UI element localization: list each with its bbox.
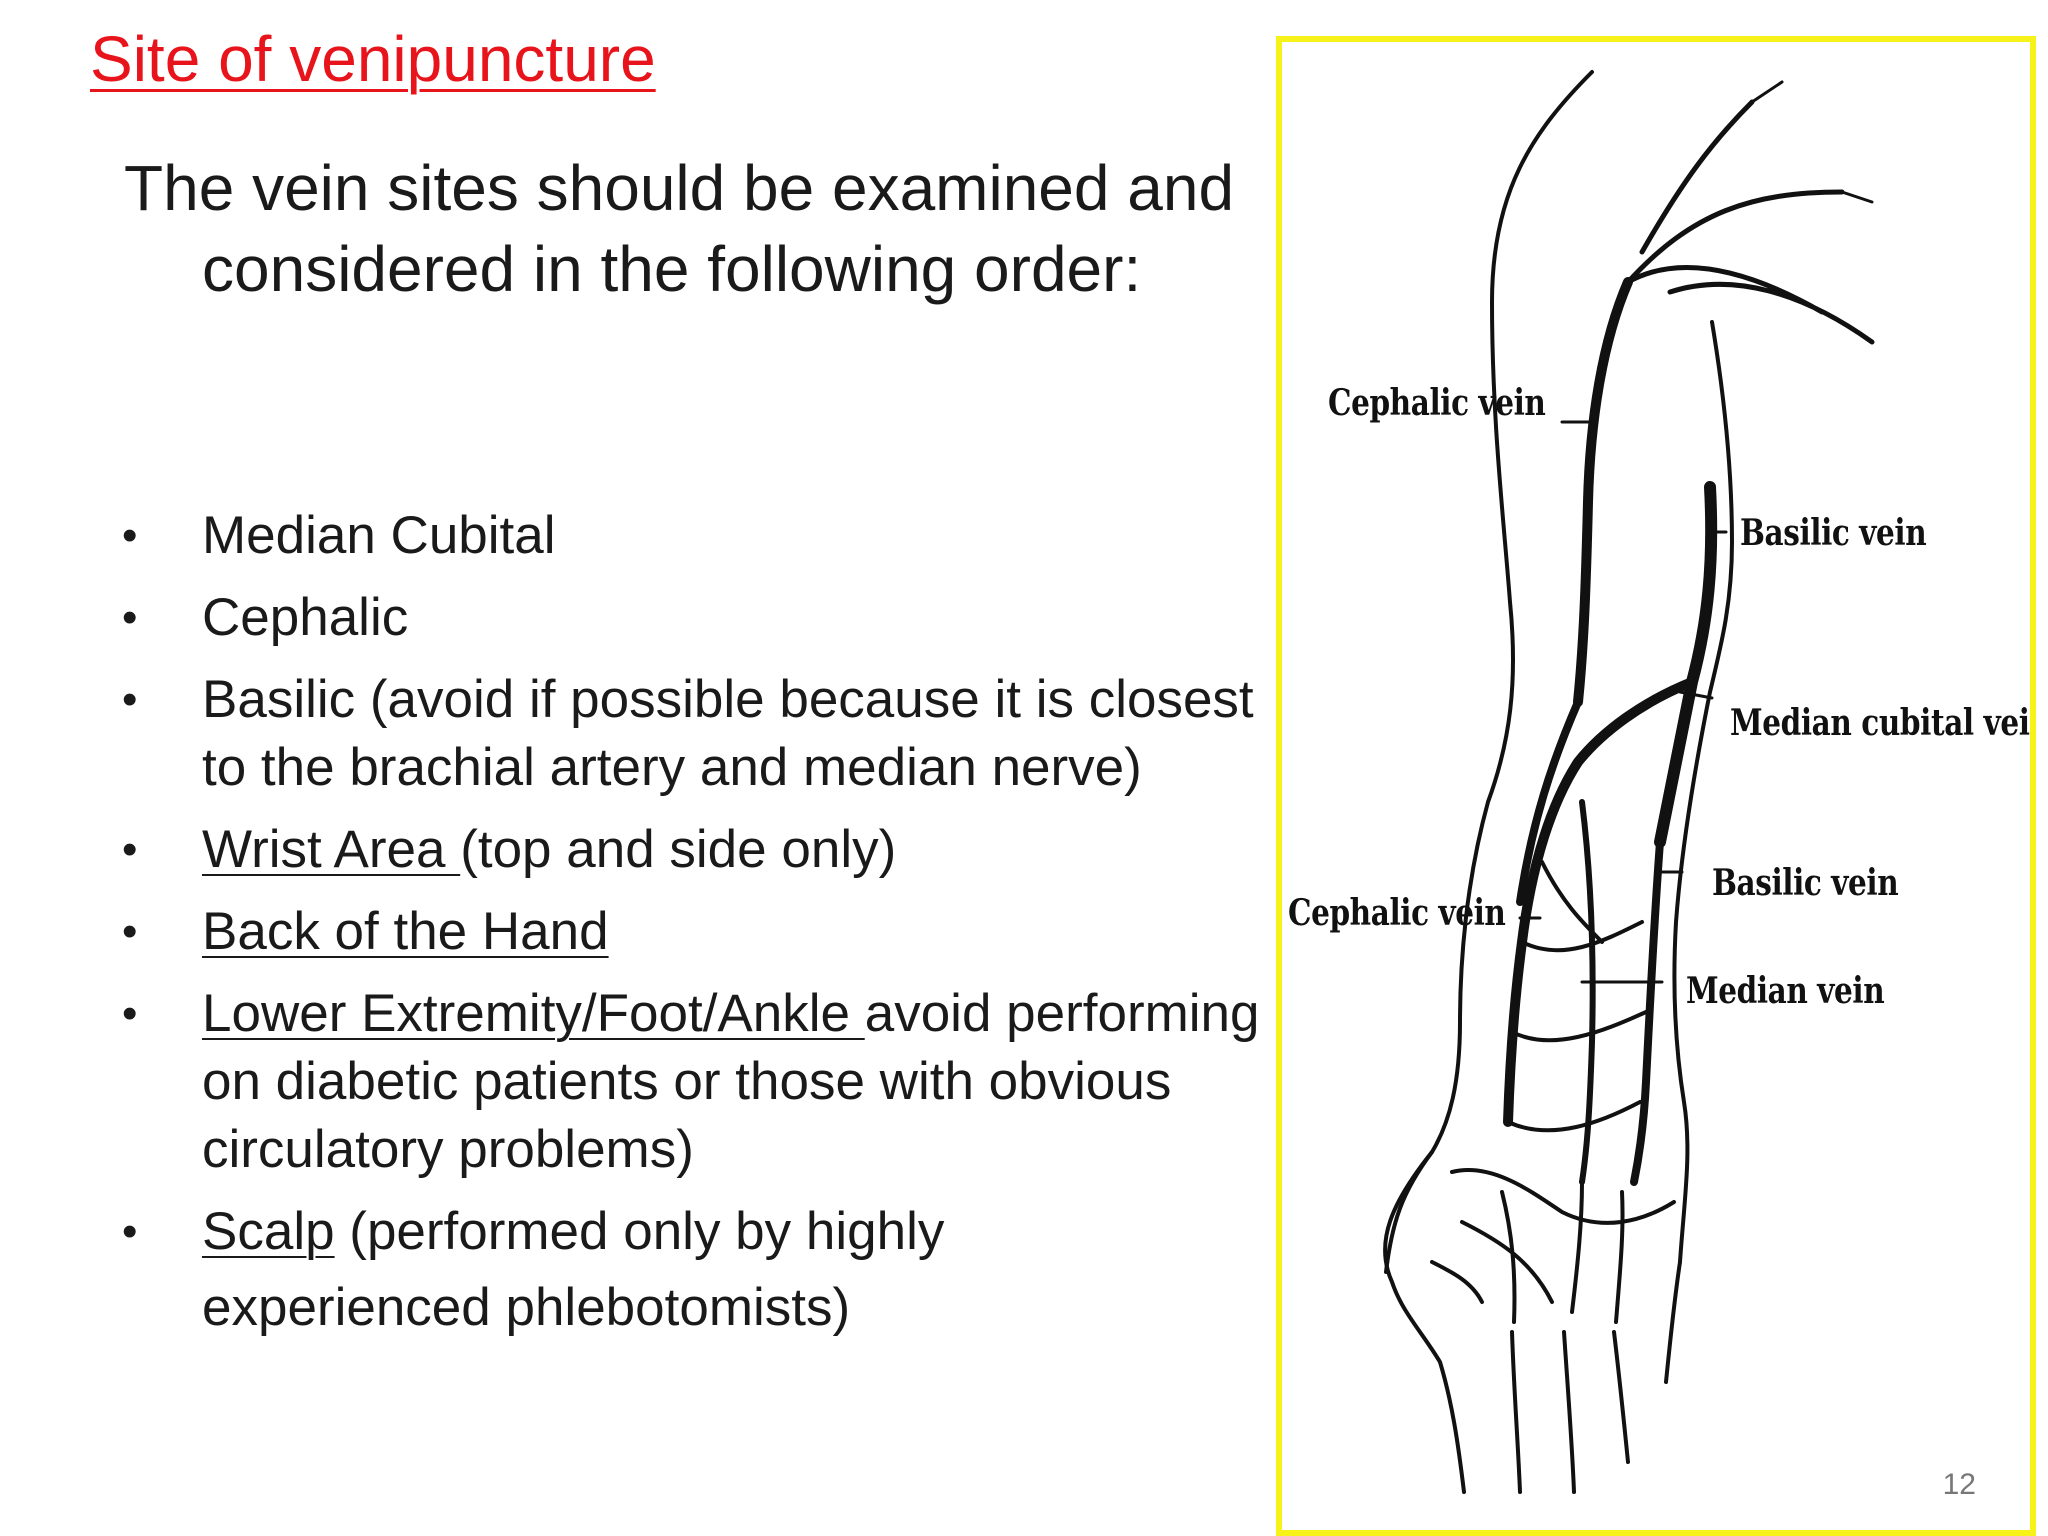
list-item-text: Cephalic — [202, 588, 409, 647]
list-item: • Scalp (performed only by highly experi… — [118, 1198, 1278, 1342]
slide-title: Site of venipuncture — [90, 23, 656, 95]
bullet-icon: • — [122, 907, 138, 956]
arm-outline-left — [1384, 70, 1594, 1274]
list-item: • Lower Extremity/Foot/Ankle avoid perfo… — [118, 980, 1278, 1184]
page-number: 12 — [1942, 1468, 1976, 1501]
vein-network — [1430, 1168, 1676, 1324]
bullet-icon: • — [122, 593, 138, 642]
bullet-icon: • — [122, 511, 138, 560]
intro-text: The vein sites should be examined and co… — [124, 152, 1235, 305]
list-item-text-continued: experienced phlebotomists) — [202, 1278, 851, 1337]
arm-outline-right — [1672, 320, 1734, 1264]
label-basilic-vein-upper: Basilic vein — [1740, 512, 1927, 554]
vein-main — [1630, 838, 1664, 1186]
label-cephalic-vein-upper: Cephalic vein — [1328, 382, 1546, 424]
list-item-text: Basilic (avoid if possible because it is… — [202, 670, 1254, 797]
vein-network — [1506, 860, 1648, 1133]
label-median-cubital-vein: Median cubital vein — [1730, 702, 2036, 744]
list-item-underlined: Scalp — [202, 1202, 335, 1261]
label-median-vein: Median vein — [1686, 970, 1885, 1012]
label-basilic-vein-lower: Basilic vein — [1712, 862, 1899, 904]
list-item: • Basilic (avoid if possible because it … — [118, 666, 1278, 802]
vein-site-list: • Median Cubital • Cephalic • Basilic (a… — [118, 502, 1278, 1356]
hand-outline — [1383, 1150, 1682, 1494]
list-item-text: Median Cubital — [202, 506, 556, 565]
arm-vein-diagram: Cephalic vein Basilic vein Median cubita… — [1276, 36, 2036, 1536]
pointer-line — [1678, 690, 1714, 700]
vein-branch — [1625, 99, 1875, 345]
vein-branch — [1750, 80, 1874, 204]
list-item-underlined: Lower Extremity/Foot/Ankle — [202, 984, 865, 1043]
list-item-text: (performed only by highly — [334, 1202, 945, 1261]
bullet-icon: • — [122, 1207, 138, 1256]
bullet-icon: • — [122, 989, 138, 1038]
vein-main — [1654, 481, 1718, 848]
arm-vein-illustration — [1383, 70, 1875, 1494]
vein-main — [1579, 799, 1596, 1185]
bullet-icon: • — [122, 675, 138, 724]
list-item: • Median Cubital — [118, 502, 1278, 570]
list-item-underlined: Wrist Area — [202, 820, 461, 879]
list-item-underlined: Back of the Hand — [202, 902, 609, 961]
bullet-icon: • — [122, 825, 138, 874]
list-item-text: avoid performing on diabetic patients or… — [202, 984, 1260, 1179]
label-cephalic-vein-lower: Cephalic vein — [1288, 892, 1506, 934]
vein-main — [1516, 698, 1582, 906]
list-item: • Cephalic — [118, 584, 1278, 652]
list-item-text: (top and side only) — [460, 820, 897, 879]
list-item: • Wrist Area (top and side only) — [118, 816, 1278, 884]
list-item: • Back of the Hand — [118, 898, 1278, 966]
vein-main — [1503, 677, 1697, 1127]
vein-main — [1573, 277, 1633, 707]
